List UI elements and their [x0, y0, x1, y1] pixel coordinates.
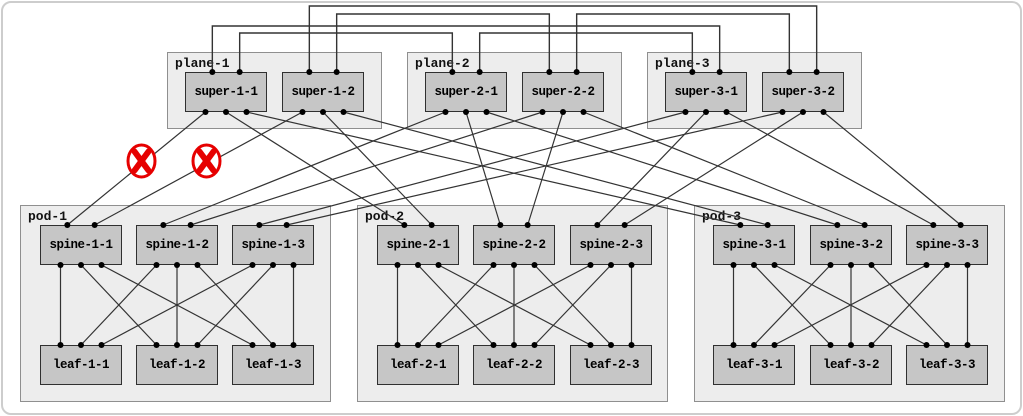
node-label: super-2-1 — [434, 85, 498, 99]
pod-2-label: pod-2 — [365, 209, 405, 224]
plane-3-label: plane-3 — [655, 56, 710, 71]
node-label: leaf-2-3 — [582, 358, 640, 372]
failed-link-icon — [126, 143, 157, 179]
failed-link-icon — [191, 143, 222, 179]
failed-link-x-stroke — [196, 148, 217, 174]
node-label: spine-1-2 — [145, 238, 209, 252]
node-label: spine-2-2 — [482, 238, 546, 252]
node-label: leaf-3-1 — [725, 358, 783, 372]
node-label: super-3-1 — [674, 85, 738, 99]
node-leaf-3-3: leaf-3-3 — [906, 345, 988, 385]
failed-link-x-stroke — [131, 148, 152, 174]
node-leaf-1-2: leaf-1-2 — [136, 345, 218, 385]
node-spine-3-1: spine-3-1 — [713, 225, 795, 265]
node-label: leaf-3-2 — [822, 358, 880, 372]
failed-link-x-stroke — [196, 148, 217, 174]
node-label: super-2-2 — [531, 85, 595, 99]
node-label: leaf-1-3 — [244, 358, 302, 372]
node-leaf-3-1: leaf-3-1 — [713, 345, 795, 385]
node-label: leaf-3-3 — [918, 358, 976, 372]
node-super-1-2: super-1-2 — [282, 72, 364, 112]
failed-link-x-stroke — [131, 148, 152, 174]
node-label: spine-2-3 — [579, 238, 643, 252]
node-label: spine-3-1 — [722, 238, 786, 252]
node-super-1-1: super-1-1 — [185, 72, 267, 112]
node-super-2-1: super-2-1 — [425, 72, 507, 112]
node-label: spine-1-1 — [49, 238, 113, 252]
node-label: spine-3-3 — [915, 238, 979, 252]
node-spine-2-3: spine-2-3 — [570, 225, 652, 265]
node-label: leaf-2-1 — [389, 358, 447, 372]
node-spine-1-1: spine-1-1 — [40, 225, 122, 265]
node-label: super-1-1 — [194, 85, 258, 99]
node-leaf-2-3: leaf-2-3 — [570, 345, 652, 385]
node-leaf-3-2: leaf-3-2 — [810, 345, 892, 385]
node-label: super-3-2 — [771, 85, 835, 99]
node-leaf-1-3: leaf-1-3 — [232, 345, 314, 385]
node-spine-2-1: spine-2-1 — [377, 225, 459, 265]
failed-link-circle — [126, 143, 157, 179]
node-super-3-1: super-3-1 — [665, 72, 747, 112]
node-spine-3-3: spine-3-3 — [906, 225, 988, 265]
pod-1-label: pod-1 — [28, 209, 68, 224]
node-spine-1-3: spine-1-3 — [232, 225, 314, 265]
node-spine-3-2: spine-3-2 — [810, 225, 892, 265]
node-label: leaf-1-1 — [52, 358, 110, 372]
node-leaf-2-2: leaf-2-2 — [473, 345, 555, 385]
node-leaf-2-1: leaf-2-1 — [377, 345, 459, 385]
plane-1-label: plane-1 — [175, 56, 230, 71]
node-label: spine-1-3 — [241, 238, 305, 252]
node-label: leaf-1-2 — [148, 358, 206, 372]
node-leaf-1-1: leaf-1-1 — [40, 345, 122, 385]
failed-link-circle — [191, 143, 222, 179]
node-spine-2-2: spine-2-2 — [473, 225, 555, 265]
node-label: spine-3-2 — [819, 238, 883, 252]
node-super-2-2: super-2-2 — [522, 72, 604, 112]
node-label: super-1-2 — [291, 85, 355, 99]
pod-3-label: pod-3 — [702, 209, 742, 224]
plane-2-label: plane-2 — [415, 56, 470, 71]
node-label: leaf-2-2 — [485, 358, 543, 372]
node-super-3-2: super-3-2 — [762, 72, 844, 112]
node-label: spine-2-1 — [386, 238, 450, 252]
node-spine-1-2: spine-1-2 — [136, 225, 218, 265]
